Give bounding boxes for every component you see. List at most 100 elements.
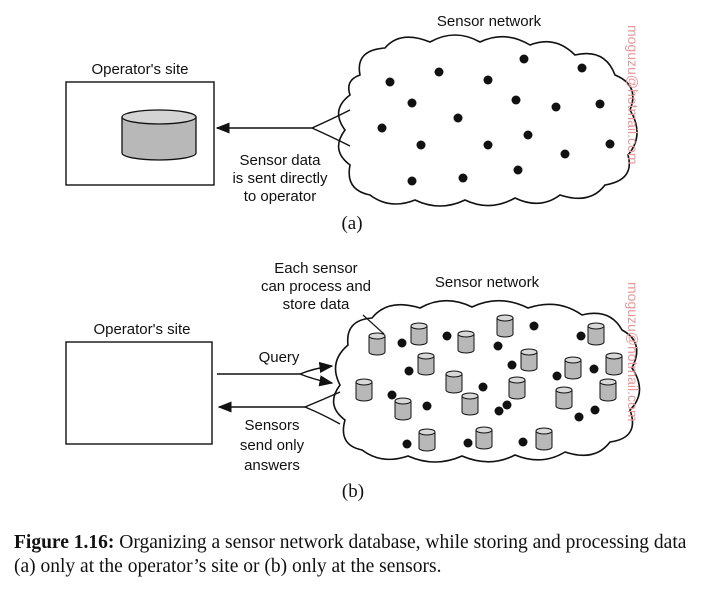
operator-title-a: Operator's site [91,61,188,78]
storage-cylinder-body [605,355,623,376]
sensor-node [434,67,444,77]
storage-cylinder-top [457,330,475,338]
storage-cylinder-body [599,381,617,402]
sensor-node [529,321,539,331]
caption-text: Organizing a sensor network database, wh… [14,532,687,577]
panel-b: Sensor network Each sensor can process a… [65,260,641,502]
storage-cylinder-body [410,325,428,346]
panel-a: Sensor network Operator's site [65,13,638,234]
storage-cylinder-top [417,352,435,360]
sensor-node [397,338,407,348]
arrow-label-a-line3: to operator [244,188,317,205]
sensor-with-storage [410,322,452,346]
operator-title-b: Operator's site [93,321,190,338]
storage-cylinder-body [587,325,605,346]
sensor-with-storage [589,352,623,376]
answers-label-line2: send only [240,437,305,454]
operator-site-box-b [65,341,213,445]
sensor-node [595,99,605,109]
sensor-node [552,371,562,381]
sensor-node [483,140,493,150]
sensor-note-line3: store data [283,296,350,313]
storage-cylinder-top [496,314,514,322]
sensor-with-storage [576,322,605,346]
storage-cylinder-body [535,430,553,451]
query-label: Query [259,349,300,366]
sensor-node [511,95,521,105]
panel-label-b: (b) [342,481,364,502]
sensor-node [407,98,417,108]
storage-cylinder-top [520,348,538,356]
sensor-node [493,341,503,351]
storage-cylinder-top [475,426,493,434]
watermark-a: moguzu@hotmail.com [625,25,641,165]
answers-arrow [217,391,341,425]
caption-label: Figure 1.16: [14,532,115,553]
storage-cylinder-top [508,376,526,384]
sensor-node [442,331,452,341]
sensor-with-storage [590,378,617,415]
sensor-node [518,437,528,447]
sensor-with-storage [394,397,432,421]
storage-cylinder-body [520,351,538,372]
watermark-b: moguzu@hotmail.com [625,282,641,422]
storage-cylinder-top [355,378,373,386]
sensor-node [483,75,493,85]
sensor-network-cloud-a [337,34,638,207]
cloud-title-b: Sensor network [435,274,540,291]
sensor-with-storage [507,348,538,372]
sensor-node [385,77,395,87]
sensor-with-storage [463,426,493,450]
sensor-with-storage [355,378,397,402]
sensor-with-storage [445,370,488,394]
sensor-node [519,54,529,64]
sensor-with-storage [496,314,539,338]
storage-cylinder-top [564,356,582,364]
sensor-note-line2: can process and [261,278,371,295]
answers-label-line3: answers [244,457,300,474]
sensor-node [402,439,412,449]
sensor-node [453,113,463,123]
sensor-node [407,176,417,186]
sensor-node [551,102,561,112]
cloud-title-a: Sensor network [437,13,542,30]
sensor-with-storage [368,332,407,356]
sensor-node [422,401,432,411]
sensor-node [507,360,517,370]
sensor-note-pointer [362,314,385,335]
sensor-node [589,364,599,374]
storage-cylinder-top [599,378,617,386]
sensor-with-storage [402,428,436,452]
storage-cylinder-top [418,428,436,436]
sensor-with-storage [552,356,582,381]
sensor-node [577,63,587,73]
storage-cylinder-body [461,395,479,416]
storage-cylinder-body [445,373,463,394]
storage-cylinder-top [394,397,412,405]
sensor-node [404,366,414,376]
storage-cylinder-body [508,379,526,400]
storage-cylinder-top [587,322,605,330]
sensor-with-storage [555,386,584,422]
data-flow-arrow-a [215,109,351,147]
sensor-with-storage [461,392,504,416]
sensor-node [387,390,397,400]
sensor-network-cloud-b [332,299,641,463]
sensor-node [458,173,468,183]
sensor-with-storage [502,376,526,410]
sensor-node [478,382,488,392]
storage-cylinder-body [394,400,412,421]
storage-cylinder-body [475,429,493,450]
panel-label-a: (a) [341,213,362,234]
storage-cylinder-body [418,431,436,452]
storage-cylinder-body [457,333,475,354]
arrow-label-a-line1: Sensor data [240,152,322,169]
storage-cylinder-top [461,392,479,400]
database-icon [121,109,197,161]
storage-cylinder-top [368,332,386,340]
sensor-with-storage [404,352,435,376]
storage-cylinder-body [417,355,435,376]
sensor-with-storage [518,427,553,451]
sensor-nodes-b [355,314,623,452]
